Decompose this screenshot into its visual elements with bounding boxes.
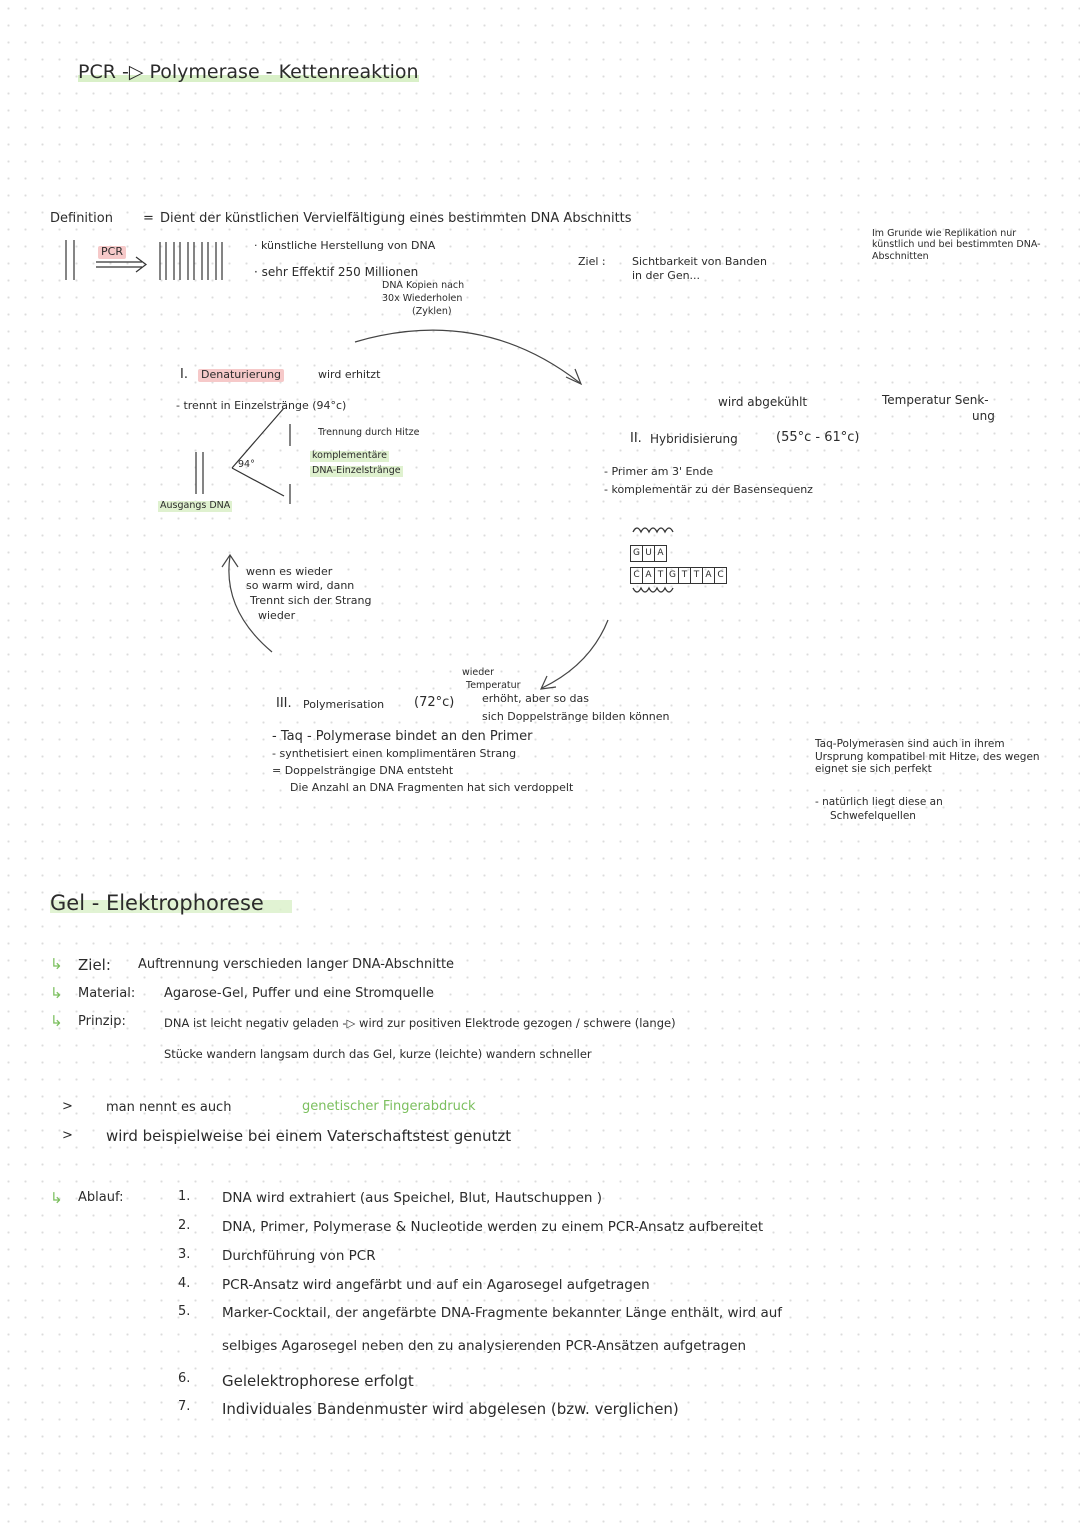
ablauf-step-number: 5. <box>178 1304 191 1319</box>
step1-temp: 94° <box>238 459 255 470</box>
gel-material-text: Agarose-Gel, Puffer und eine Stromquelle <box>164 986 434 1001</box>
ablauf-step-text: Individuales Bandenmuster wird abgelesen… <box>222 1400 679 1418</box>
gel-prinzip-bullet: ↳ <box>50 1012 63 1030</box>
step3-erhoeht: erhöht, aber so das <box>482 692 589 705</box>
step1-name: Denaturierung <box>198 368 285 382</box>
step3-line1: - Taq - Polymerase bindet an den Primer <box>272 729 533 744</box>
pcr-ziel-text-1: Sichtbarkeit von Banden <box>632 255 767 268</box>
gel-material-bullet: ↳ <box>50 984 63 1002</box>
pcr-ziel-label: Ziel : <box>578 255 606 268</box>
pcr-bullet-effektiv: · sehr Effektif 250 Millionen <box>254 265 419 279</box>
ablauf-step-text: Durchführung von PCR <box>222 1248 376 1264</box>
pcr-bullet-sub1: DNA Kopien nach <box>382 280 465 291</box>
taq-note-2-line1: - natürlich liegt diese an <box>815 796 943 808</box>
strand-base: C <box>714 567 727 584</box>
step3-line3: = Doppelsträngige DNA entsteht <box>272 764 454 777</box>
step2-line2: - komplementär zu der Basensequenz <box>604 483 813 496</box>
pcr-strand-illustration <box>65 240 223 280</box>
step3-wieder-2: Temperatur <box>466 680 521 691</box>
gel-prinzip-text-1: DNA ist leicht negativ geladen -▷ wird z… <box>164 1016 676 1030</box>
cycle-arrow-1 <box>354 329 583 386</box>
step3-line2: - synthetisiert einen komplimentären Str… <box>272 747 517 760</box>
gel-note-1-prefix: man nennt es auch <box>106 1100 232 1115</box>
ablauf-step-text: PCR-Ansatz wird angefärbt und auf ein Ag… <box>222 1277 650 1293</box>
loop-note-4: wieder <box>258 609 296 622</box>
taq-note-2-line2: Schwefelquellen <box>830 810 916 822</box>
gel-note-arrow-1: > <box>62 1099 73 1114</box>
pcr-bullet-kuenstlich: · künstliche Herstellung von DNA <box>254 239 436 252</box>
step1-komplementaer-2: DNA-Einzelstränge <box>310 465 403 477</box>
ablauf-step-text: Gelelektrophorese erfolgt <box>222 1372 414 1390</box>
ablauf-step-number: 6. <box>178 1371 191 1386</box>
loop-note-2: so warm wird, dann <box>246 579 355 592</box>
ablauf-step-number: 3. <box>178 1247 191 1262</box>
step1-komplementaer-1: komplementäre <box>310 450 389 462</box>
denaturation-illustration <box>195 407 291 504</box>
ablauf-step-text: DNA, Primer, Polymerase & Nucleotide wer… <box>222 1219 764 1235</box>
step2-temp-note-2: ung <box>972 409 995 423</box>
step2-numeral: II. <box>630 431 642 446</box>
ablauf-step-text: Marker-Cocktail, der angefärbte DNA-Frag… <box>222 1305 783 1321</box>
ablauf-step-number: 4. <box>178 1276 191 1291</box>
gel-title: Gel - Elektrophorese <box>50 891 264 915</box>
step1-ausgangs: Ausgangs DNA <box>158 500 233 512</box>
gel-note-1-green: genetischer Fingerabdruck <box>302 1099 476 1114</box>
pcr-bullet-sub2: 30x Wiederholen <box>382 293 463 304</box>
loop-note-1: wenn es wieder <box>246 565 333 578</box>
gel-ablauf-bullet: ↳ <box>50 1189 63 1207</box>
gel-ablauf-label: Ablauf: <box>78 1190 124 1205</box>
gel-material-label: Material: <box>78 986 136 1001</box>
step2-temp-note-1: Temperatur Senk- <box>882 393 989 407</box>
ablauf-step-number: 2. <box>178 1218 191 1233</box>
step1-trennung: Trennung durch Hitze <box>318 427 420 438</box>
step3-numeral: III. <box>276 696 292 711</box>
gel-note-arrow-2: > <box>62 1128 73 1143</box>
step2-line1: - Primer am 3' Ende <box>604 465 714 478</box>
ablauf-step-number: 1. <box>178 1189 191 1204</box>
gel-ziel-label: Ziel: <box>78 956 111 974</box>
step3-erhoeht-2: sich Doppelstränge bilden können <box>482 710 670 723</box>
loop-note-3: Trennt sich der Strang <box>250 594 372 607</box>
step1-note: wird erhitzt <box>318 368 381 381</box>
step3-name: Polymerisation <box>303 698 385 711</box>
pcr-title: PCR -▷ Polymerase - Kettenreaktion <box>78 61 419 84</box>
pcr-label: PCR <box>98 245 126 259</box>
step2-temp: (55°c - 61°c) <box>776 430 860 445</box>
definition-equals: = <box>143 211 154 226</box>
step3-wieder-1: wieder <box>462 667 495 678</box>
gel-prinzip-label: Prinzip: <box>78 1014 126 1029</box>
step3-temp: (72°c) <box>414 695 455 710</box>
gel-ziel-text: Auftrennung verschieden langer DNA-Absch… <box>138 957 455 972</box>
gel-ziel-bullet: ↳ <box>50 955 63 973</box>
step1-numeral: I. <box>180 367 188 382</box>
gel-note-2: wird beispielweise bei einem Vaterschaft… <box>106 1127 512 1145</box>
step2-cooling: wird abgekühlt <box>718 395 808 409</box>
step2-name: Hybridisierung <box>650 432 738 446</box>
primer-base: A <box>654 545 667 562</box>
ablauf-step-text: DNA wird extrahiert (aus Speichel, Blut,… <box>222 1190 602 1206</box>
ablauf-step-text: selbiges Agarosegel neben den zu analysi… <box>222 1338 747 1354</box>
pcr-ziel-text-2: in der Gen... <box>632 269 701 282</box>
cycle-arrow-2 <box>539 619 609 690</box>
gel-prinzip-text-2: Stücke wandern langsam durch das Gel, ku… <box>164 1047 592 1061</box>
pcr-bullet-sub3: (Zyklen) <box>412 306 452 317</box>
definition-label: Definition <box>50 211 113 226</box>
note-replikation: Im Grunde wie Replikation nur künstlich … <box>872 228 1041 262</box>
step3-line4: Die Anzahl an DNA Fragmenten hat sich ve… <box>290 781 574 794</box>
ablauf-step-number: 7. <box>178 1399 191 1414</box>
taq-note: Taq-Polymerasen sind auch in ihrem Urspr… <box>815 738 1040 776</box>
definition-text: Dient der künstlichen Vervielfältigung e… <box>160 211 632 226</box>
step1-line1: - trennt in Einzelstränge (94°c) <box>176 399 347 412</box>
